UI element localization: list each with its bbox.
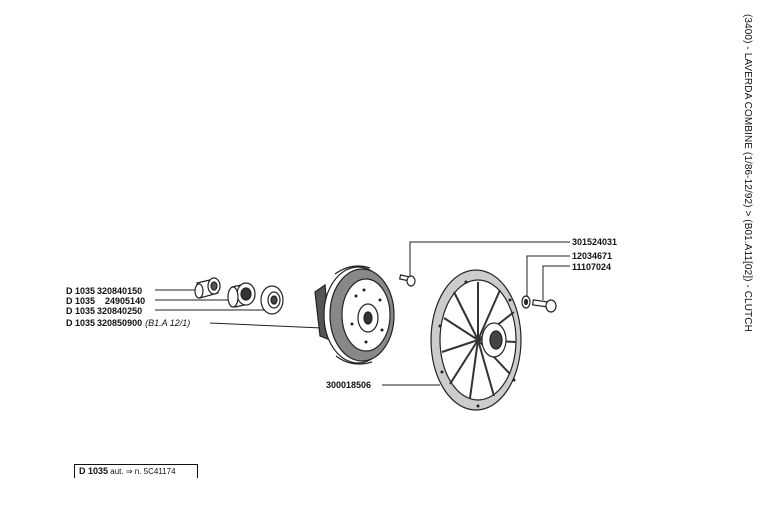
page-title: (3400) - LAVERDA COMBINE (1/86-12/92) > … <box>742 14 753 332</box>
footer-note: aut. ⇒ n. 5C41174 <box>110 467 176 476</box>
part-label-housing: 300018506 <box>326 380 372 390</box>
part-code: 320840150 <box>97 286 143 296</box>
part-code: 320840250 <box>97 306 143 316</box>
part-prefix: D 1035 <box>66 286 96 296</box>
part-label-washer: 12034671 <box>572 251 613 261</box>
part-reference: (B1.A 12/1) <box>145 318 191 328</box>
part-prefix: D 1035 <box>66 296 96 306</box>
clutch-assembly-part <box>314 265 395 365</box>
washer-part <box>521 295 531 309</box>
part-code: 320850900 <box>97 318 143 328</box>
part-label-bolt: 301524031 <box>572 237 618 247</box>
part-label-2: D 1035 24905140 <box>66 296 145 306</box>
screw-part <box>531 299 557 313</box>
part-code: 24905140 <box>105 296 146 306</box>
part-label-screw: 11107024 <box>572 262 612 272</box>
part-prefix: D 1035 <box>66 318 96 328</box>
footer-model: D 1035 <box>79 466 109 476</box>
footer-model-box: D 1035 aut. ⇒ n. 5C41174 <box>74 464 198 478</box>
bushing-part <box>194 277 221 299</box>
leader-lines <box>155 241 570 386</box>
part-prefix: D 1035 <box>66 306 96 316</box>
bearing-part <box>227 282 256 308</box>
bolt-part <box>398 274 416 287</box>
seal-ring-part <box>260 285 284 315</box>
clutch-housing-part <box>430 269 522 411</box>
